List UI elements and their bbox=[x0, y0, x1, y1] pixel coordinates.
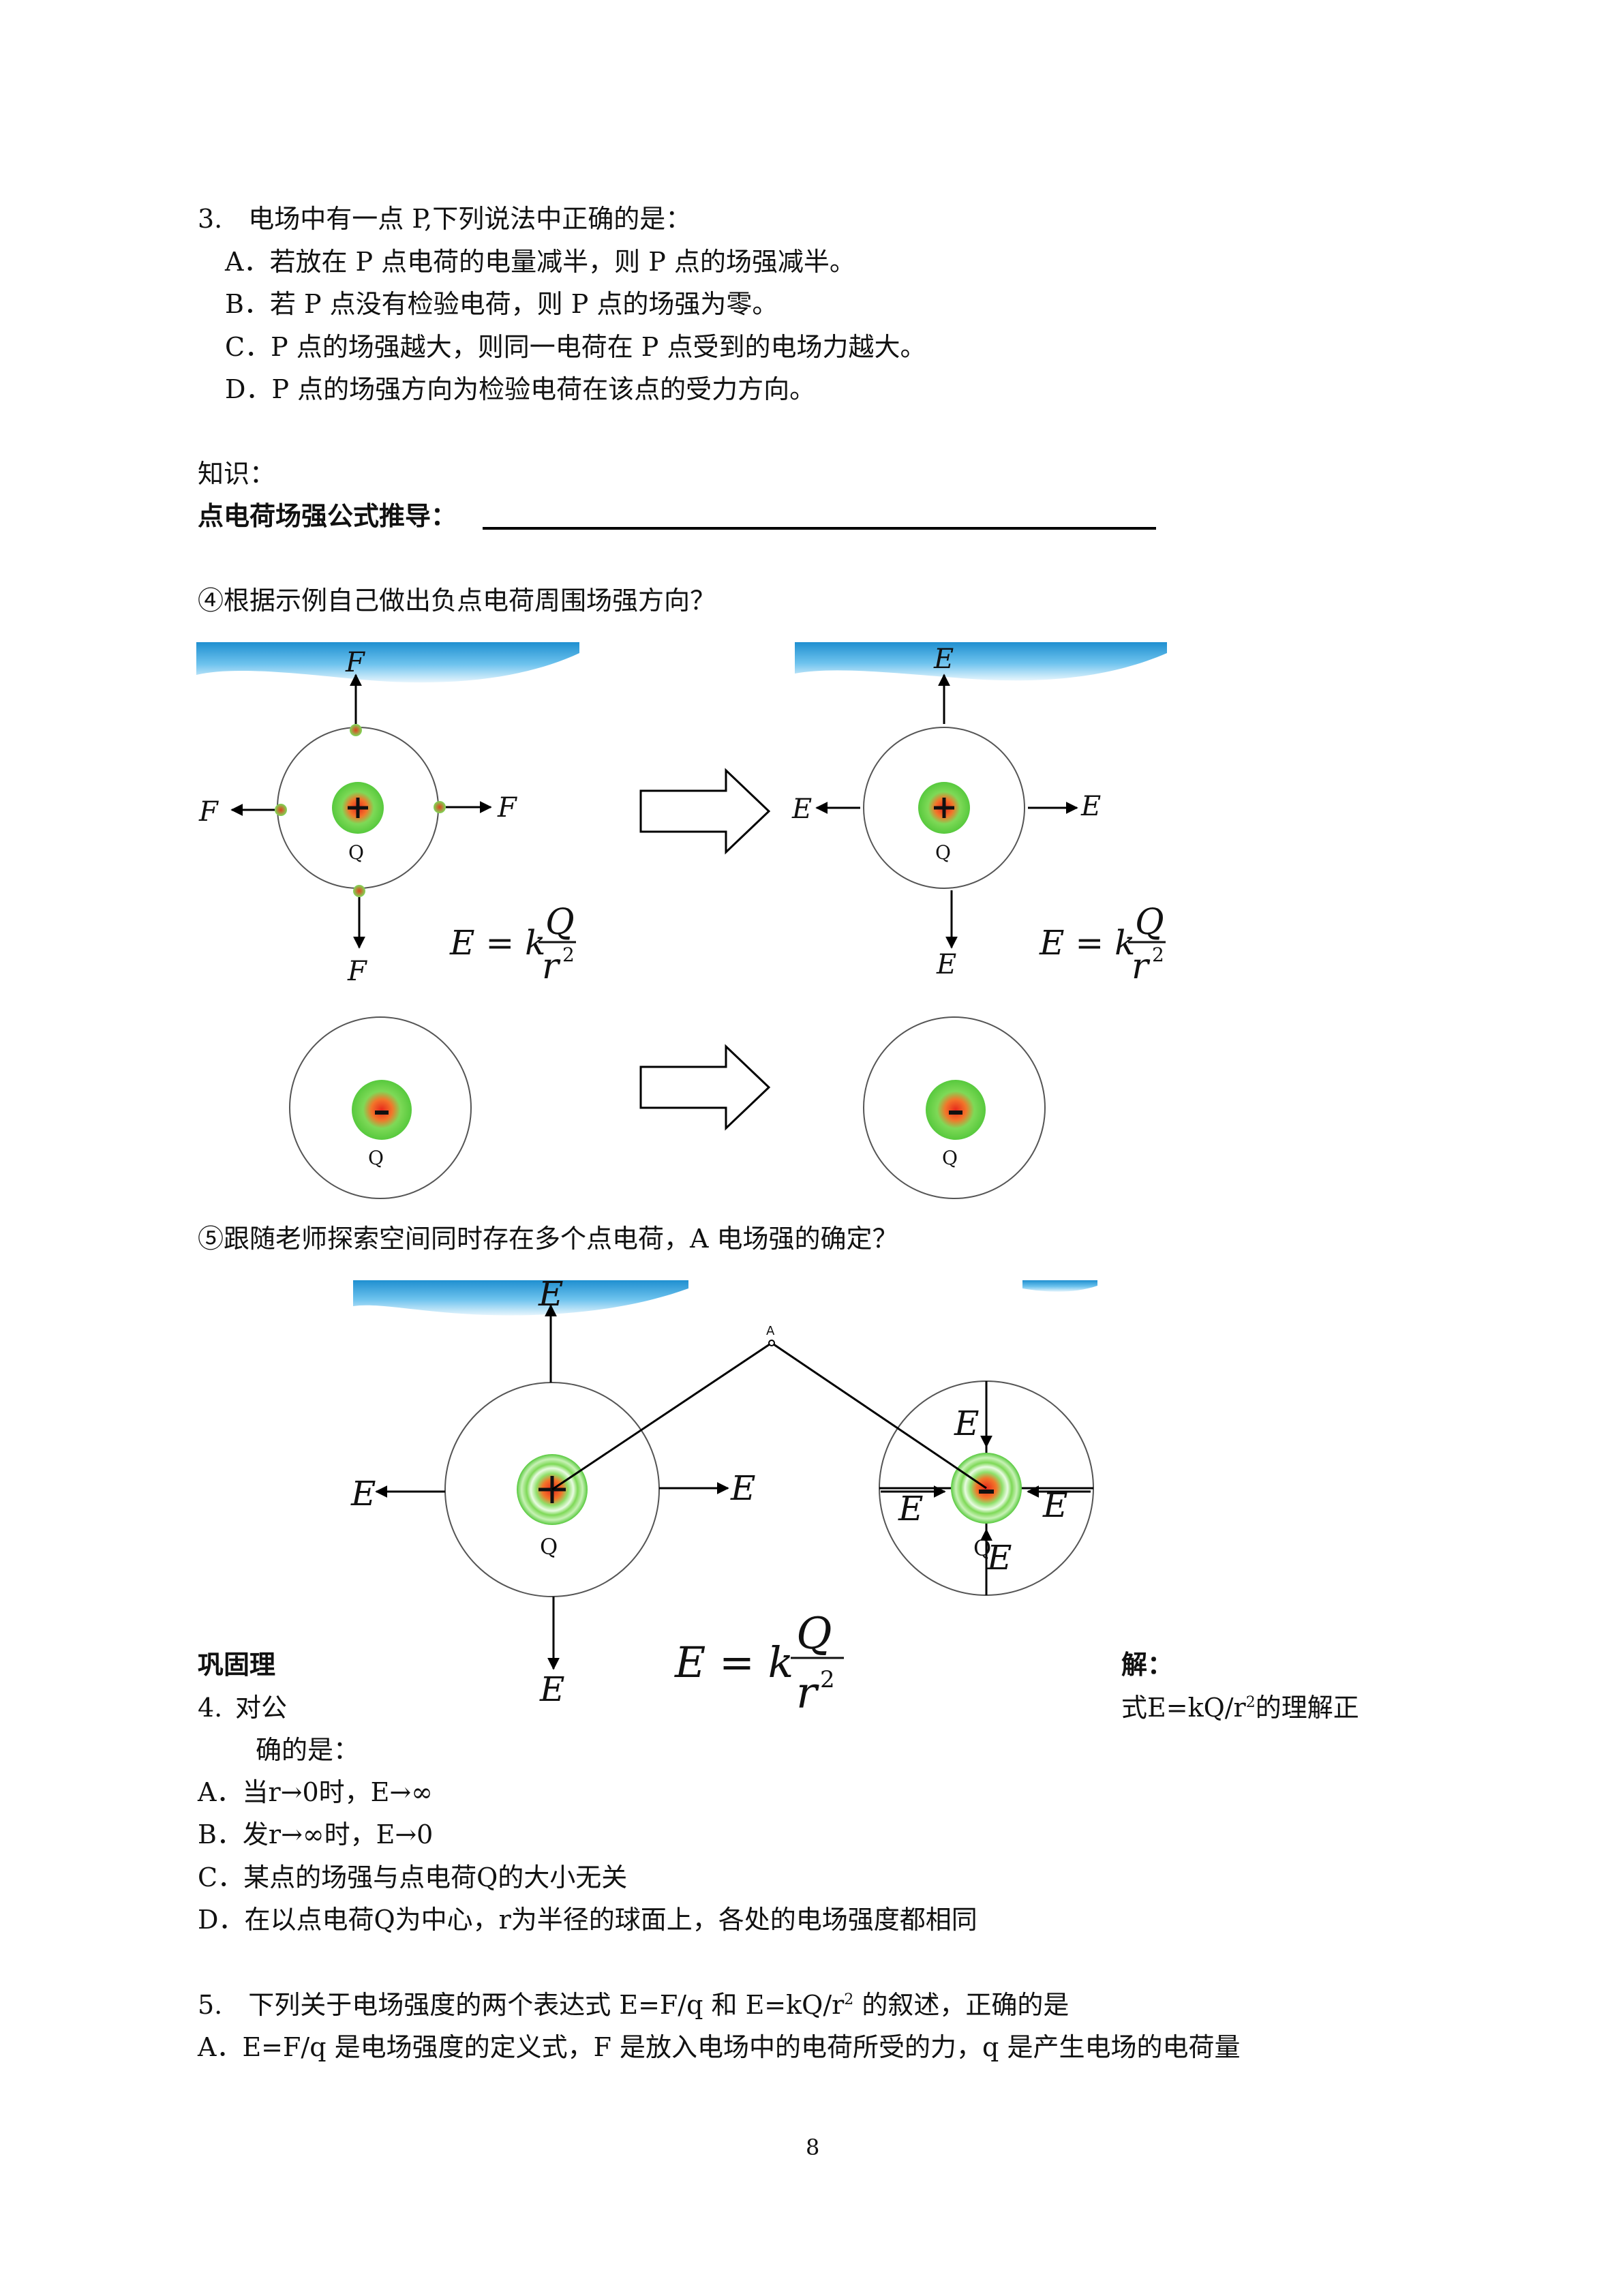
q3-stem: 3. 电场中有一点 P,下列说法中正确的是： bbox=[198, 204, 692, 234]
q3-option-a: A．若放在 P 点电荷的电量减半，则 P 点的场强减半。 bbox=[225, 247, 855, 277]
test-charge bbox=[353, 885, 365, 897]
formula-lhs: E = k bbox=[449, 923, 545, 963]
formula-numerator: Q bbox=[1135, 902, 1164, 943]
q4-option-c: C．某点的场强与点电荷Q的大小无关 bbox=[198, 1862, 628, 1892]
superposition-figure: E E E E E E E E Q Q A E = k Q r 2 bbox=[350, 1274, 1097, 1719]
plus-sign bbox=[934, 798, 954, 818]
force-label: F bbox=[345, 647, 365, 678]
force-label: F bbox=[198, 796, 219, 828]
q5-option-a: A．E=F/q 是电场强度的定义式，F 是放入电场中的电荷所受的力，q 是产生电… bbox=[198, 2032, 1241, 2062]
charge-label: Q bbox=[935, 841, 951, 864]
formula-lhs: E = k bbox=[674, 1637, 793, 1687]
q3-option-c: C．P 点的场强越大，则同一电荷在 P 点受到的电场力越大。 bbox=[225, 332, 926, 362]
field-circle bbox=[863, 1016, 1046, 1199]
formula-numerator: Q bbox=[796, 1609, 832, 1659]
wave-banner-4 bbox=[1022, 1280, 1097, 1292]
page-number: 8 bbox=[806, 2134, 820, 2160]
formula-exponent: 2 bbox=[820, 1666, 835, 1693]
wave-banner-2 bbox=[795, 642, 1167, 681]
q4-stem-part3: 确的是： bbox=[256, 1735, 360, 1765]
field-label: E bbox=[1080, 791, 1101, 822]
point-a-label: A bbox=[766, 1324, 775, 1338]
q4-stem-part1: 对公 bbox=[235, 1693, 288, 1723]
test-charge bbox=[434, 801, 446, 813]
force-label: F bbox=[347, 956, 367, 987]
charge-label: Q bbox=[973, 1535, 991, 1561]
charge-label: Q bbox=[348, 841, 364, 864]
formula-numerator: Q bbox=[545, 902, 575, 943]
field-circle bbox=[444, 1382, 660, 1597]
consolidate-heading: 巩固理 bbox=[198, 1650, 276, 1680]
point-a bbox=[768, 1340, 775, 1346]
q4-option-b: B．发r→∞时，E→0 bbox=[198, 1819, 434, 1849]
derivation-heading: 点电荷场强公式推导： bbox=[198, 501, 457, 531]
field-label: E bbox=[539, 1670, 565, 1709]
formula-exponent: 2 bbox=[1152, 943, 1164, 966]
charge-label: Q bbox=[540, 1534, 558, 1560]
field-label: E bbox=[898, 1489, 924, 1528]
connector-line bbox=[771, 1342, 987, 1490]
field-label: E bbox=[730, 1468, 756, 1508]
negative-charge bbox=[352, 1080, 412, 1140]
task4-prompt: ④根据示例自己做出负点电荷周围场强方向？ bbox=[198, 586, 716, 616]
q3-option-b: B．若 P 点没有检验电荷，则 P 点的场强为零。 bbox=[225, 289, 778, 319]
formula-exponent: 2 bbox=[562, 943, 575, 966]
hollow-arrow bbox=[639, 1044, 771, 1131]
force-label: F bbox=[497, 792, 517, 824]
formula-denominator: r bbox=[1132, 946, 1151, 987]
q5-stem: 5. 下列关于电场强度的两个表达式 E=F/q 和 E=kQ/r2 的叙述，正确… bbox=[198, 1990, 1070, 2020]
formula-denominator: r bbox=[542, 946, 561, 987]
q4-stem-part2: 式E=kQ/r2的理解正 bbox=[1121, 1693, 1359, 1723]
point-charge-figure: F F F F E E E E Q Q Q Q E = k Q r 2 E = … bbox=[196, 642, 1167, 1199]
negative-charge bbox=[926, 1080, 986, 1140]
field-label: E bbox=[933, 644, 954, 675]
derivation-answer-line bbox=[483, 527, 1156, 530]
charge-label: Q bbox=[942, 1147, 958, 1169]
test-charge bbox=[350, 724, 362, 736]
formula-denominator: r bbox=[796, 1668, 819, 1719]
charge-label: Q bbox=[368, 1147, 384, 1169]
hollow-arrow bbox=[639, 768, 771, 855]
field-label: E bbox=[986, 1538, 1012, 1577]
field-label: E bbox=[1042, 1485, 1068, 1525]
wave-banner-3 bbox=[353, 1280, 688, 1316]
formula-lhs: E = k bbox=[1039, 923, 1135, 963]
knowledge-label: 知识： bbox=[198, 459, 276, 489]
connector-line bbox=[551, 1342, 772, 1491]
field-label: E bbox=[954, 1404, 980, 1443]
test-charge bbox=[275, 804, 287, 816]
field-label: E bbox=[350, 1474, 376, 1513]
field-circle bbox=[289, 1016, 472, 1199]
field-label: E bbox=[538, 1274, 564, 1314]
q4-option-a: A．当r→0时，E→∞ bbox=[198, 1777, 433, 1807]
task5-prompt: ⑤跟随老师探索空间同时存在多个点电荷，A 电场强的确定？ bbox=[198, 1224, 898, 1254]
field-circle bbox=[863, 727, 1025, 889]
q3-option-d: D．P 点的场强方向为检验电荷在该点的受力方向。 bbox=[225, 374, 816, 404]
solution-heading: 解： bbox=[1121, 1650, 1174, 1680]
q4-option-d: D．在以点电荷Q为中心，r为半径的球面上，各处的电场强度都相同 bbox=[198, 1905, 977, 1935]
q4-number: 4. bbox=[198, 1693, 223, 1723]
plus-sign bbox=[348, 798, 368, 818]
field-label: E bbox=[791, 794, 812, 825]
wave-banner-1 bbox=[196, 642, 579, 683]
field-label: E bbox=[936, 949, 956, 980]
